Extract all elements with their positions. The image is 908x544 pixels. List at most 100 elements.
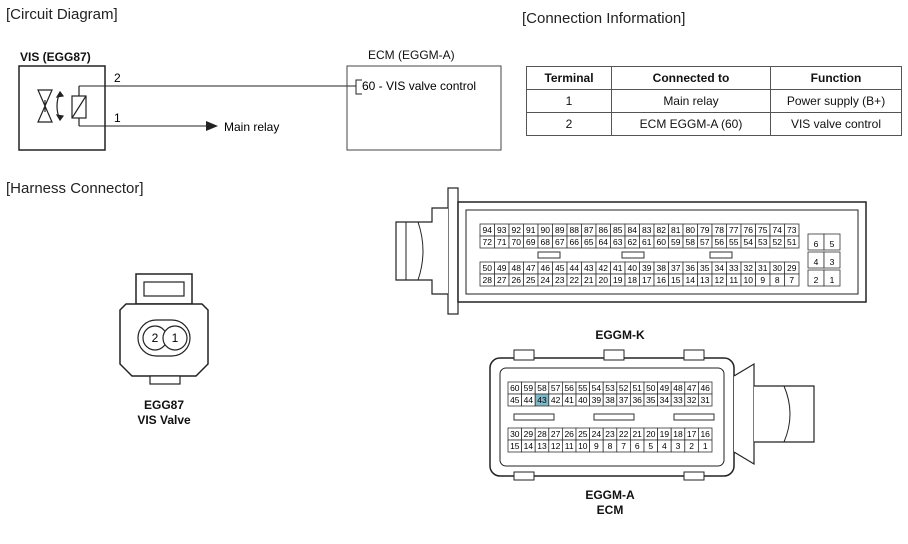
key-slot [673, 413, 715, 421]
pin-label: 55 [729, 237, 739, 247]
pin-label: 8 [608, 441, 613, 451]
pin-label: 2 [689, 441, 694, 451]
pin-label: 72 [483, 237, 493, 247]
pin-label: 40 [628, 263, 638, 273]
pin-label: 54 [592, 383, 602, 393]
pin-label: 44 [524, 395, 534, 405]
pin-label: 60 [510, 383, 520, 393]
arrow-icon [206, 121, 218, 131]
pin-label: 28 [483, 275, 493, 285]
pin-label: 18 [673, 429, 683, 439]
cell-terminal: 2 [526, 112, 612, 136]
pin-label: 80 [686, 225, 696, 235]
pin-label: 30 [773, 263, 783, 273]
pin-label: 81 [671, 225, 681, 235]
pin-label: 19 [660, 429, 670, 439]
pin-label: 54 [744, 237, 754, 247]
key-slot [709, 251, 733, 259]
table-row: 2 ECM EGGM-A (60) VIS valve control [526, 112, 902, 136]
vis-caption-2: VIS Valve [137, 413, 191, 427]
pin-label: 9 [594, 441, 599, 451]
cell-terminal: 1 [526, 89, 612, 113]
pin-label: 35 [646, 395, 656, 405]
pin-label: 11 [565, 441, 574, 451]
pin-label: 7 [621, 441, 626, 451]
pin-label: 45 [510, 395, 520, 405]
pin-label: 61 [642, 237, 652, 247]
connection-info-title: [Connection Information] [522, 10, 686, 27]
pin-label: 51 [632, 383, 642, 393]
pin-label: 52 [773, 237, 783, 247]
circuit-diagram-title: [Circuit Diagram] [6, 6, 118, 23]
vis-box [18, 65, 106, 151]
pin-cell [697, 393, 713, 407]
pin-label: 62 [628, 237, 638, 247]
circuit-diagram: 2 1 Main relay 60 - VIS valve control [18, 65, 502, 151]
pin-label: 15 [671, 275, 681, 285]
pin-label: 76 [744, 225, 754, 235]
pin-label: 28 [537, 429, 547, 439]
pin-label: 2 [814, 275, 819, 285]
pin-label: 44 [570, 263, 580, 273]
pin-label: 6 [635, 441, 640, 451]
pin-label: 69 [526, 237, 536, 247]
pin-label: 36 [632, 395, 642, 405]
ecm-k-caption: EGGM-K [595, 328, 645, 342]
pin-label: 88 [570, 225, 580, 235]
header-terminal: Terminal [526, 66, 612, 90]
pin-label: 75 [758, 225, 768, 235]
pin-label: 92 [512, 225, 522, 235]
pin-label: 71 [497, 237, 507, 247]
pin-label: 20 [646, 429, 656, 439]
pin-label: 1 [830, 275, 835, 285]
pin-label: 19 [613, 275, 623, 285]
pin-label: 40 [578, 395, 588, 405]
pin-label: 67 [555, 237, 565, 247]
pin-label: 55 [578, 383, 588, 393]
pin-label: 11 [729, 275, 738, 285]
pin-label: 31 [758, 263, 768, 273]
pin-label: 39 [642, 263, 652, 273]
pin-label: 49 [497, 263, 507, 273]
pin-label: 23 [605, 429, 615, 439]
pin-label: 24 [541, 275, 551, 285]
pin-label: 1 [703, 441, 708, 451]
pin-label: 86 [599, 225, 609, 235]
pin-label: 53 [605, 383, 615, 393]
pin-label: 35 [700, 263, 710, 273]
pin-label: 58 [686, 237, 696, 247]
pin-label: 37 [619, 395, 629, 405]
pin-label: 38 [657, 263, 667, 273]
pin-cell [697, 439, 713, 453]
pin-label: 5 [648, 441, 653, 451]
pin-label: 5 [830, 239, 835, 249]
pin-label: 79 [700, 225, 710, 235]
pin-label: 45 [555, 263, 565, 273]
pin-label: 4 [814, 257, 819, 267]
ecm-pin-bracket [355, 79, 362, 95]
pin-label: 89 [555, 225, 565, 235]
pin-label: 59 [671, 237, 681, 247]
ecm-a-caption-1: EGGM-A [585, 488, 635, 502]
pin-label: 84 [628, 225, 638, 235]
pin-label: 6 [814, 239, 819, 249]
pin-label: 43 [584, 263, 594, 273]
pin-label: 48 [512, 263, 522, 273]
pin-label: 32 [687, 395, 697, 405]
harness-connector-title: [Harness Connector] [6, 180, 144, 197]
pin-label: 29 [787, 263, 797, 273]
pin-label: 51 [787, 237, 797, 247]
pin-label: 58 [537, 383, 547, 393]
pin-label: 91 [526, 225, 536, 235]
pin-label: 53 [758, 237, 768, 247]
pin-label: 13 [700, 275, 710, 285]
pin-label: 36 [686, 263, 696, 273]
pin-label: 26 [564, 429, 574, 439]
ecm-a-caption-2: ECM [596, 503, 624, 517]
pin-label: 50 [646, 383, 656, 393]
pin-cell [784, 235, 800, 249]
pin-label: 25 [526, 275, 536, 285]
